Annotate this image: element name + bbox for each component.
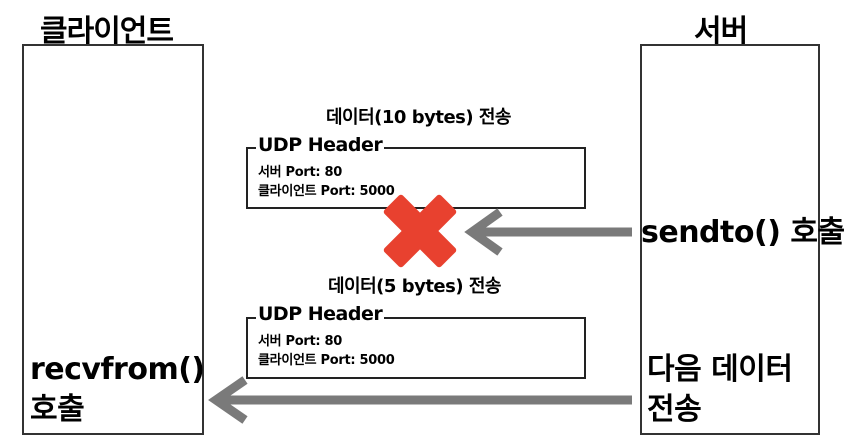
client-title: 클라이언트 xyxy=(40,14,174,49)
deliver-arrow-icon xyxy=(208,376,632,424)
cross-bar-2 xyxy=(383,194,457,268)
recvfrom-call-label: recvfrom() 호출 xyxy=(30,350,205,430)
packet-1-server-port: 서버 Port: 80 xyxy=(258,165,343,180)
packet-2-server-port: 서버 Port: 80 xyxy=(258,334,343,349)
packet-2-header-title: UDP Header xyxy=(256,303,385,325)
cross-icon xyxy=(383,194,457,268)
next-data-label: 다음 데이터 전송 xyxy=(647,350,793,430)
next-data-line2: 전송 xyxy=(647,392,702,427)
packet-1-header-box xyxy=(246,147,586,209)
server-panel xyxy=(640,44,820,435)
send-arrow-head xyxy=(464,208,503,256)
next-data-line1: 다음 데이터 xyxy=(647,352,793,387)
sendto-call-label: sendto() 호출 xyxy=(641,215,845,250)
client-panel xyxy=(22,44,204,435)
packet-1-header-title: UDP Header xyxy=(256,134,385,156)
send-arrow-icon xyxy=(464,208,632,256)
packet-2-header-box xyxy=(246,317,586,379)
deliver-arrow-head xyxy=(208,376,248,424)
recvfrom-line1: recvfrom() xyxy=(30,352,205,387)
server-title: 서버 xyxy=(694,14,748,49)
packet-1-caption: 데이터(10 bytes) 전송 xyxy=(326,107,511,128)
packet-1-client-port: 클라이언트 Port: 5000 xyxy=(258,184,395,199)
recvfrom-line2: 호출 xyxy=(30,392,85,427)
packet-2-caption: 데이터(5 bytes) 전송 xyxy=(328,276,501,297)
packet-2-client-port: 클라이언트 Port: 5000 xyxy=(258,353,395,368)
